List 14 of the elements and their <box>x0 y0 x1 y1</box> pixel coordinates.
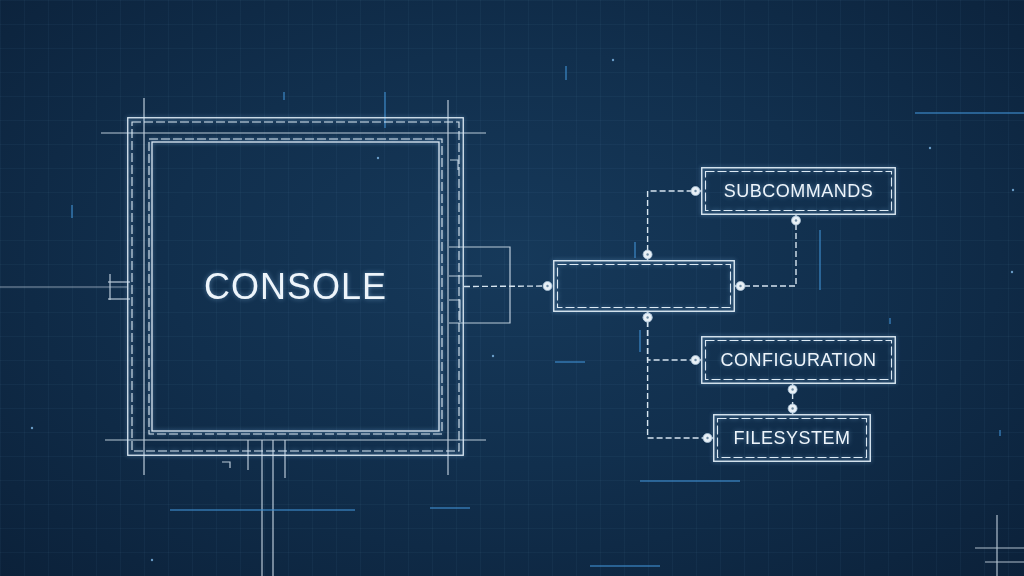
dashed-connector <box>642 311 714 443</box>
box-label: CONFIGURATION <box>720 349 877 371</box>
box-label: CONSOLE <box>203 265 387 308</box>
dashed-connector <box>787 383 798 415</box>
dashed-connector <box>642 186 702 261</box>
module-box <box>701 336 896 384</box>
dashed-connector <box>463 281 554 291</box>
box-label: SUBCOMMANDS <box>723 180 874 202</box>
box-label: FILESYSTEM <box>733 427 851 449</box>
empty-box <box>553 260 735 312</box>
frame-box <box>127 117 464 456</box>
dashed-connector <box>734 214 801 291</box>
module-box <box>701 167 896 215</box>
module-box <box>713 414 871 462</box>
